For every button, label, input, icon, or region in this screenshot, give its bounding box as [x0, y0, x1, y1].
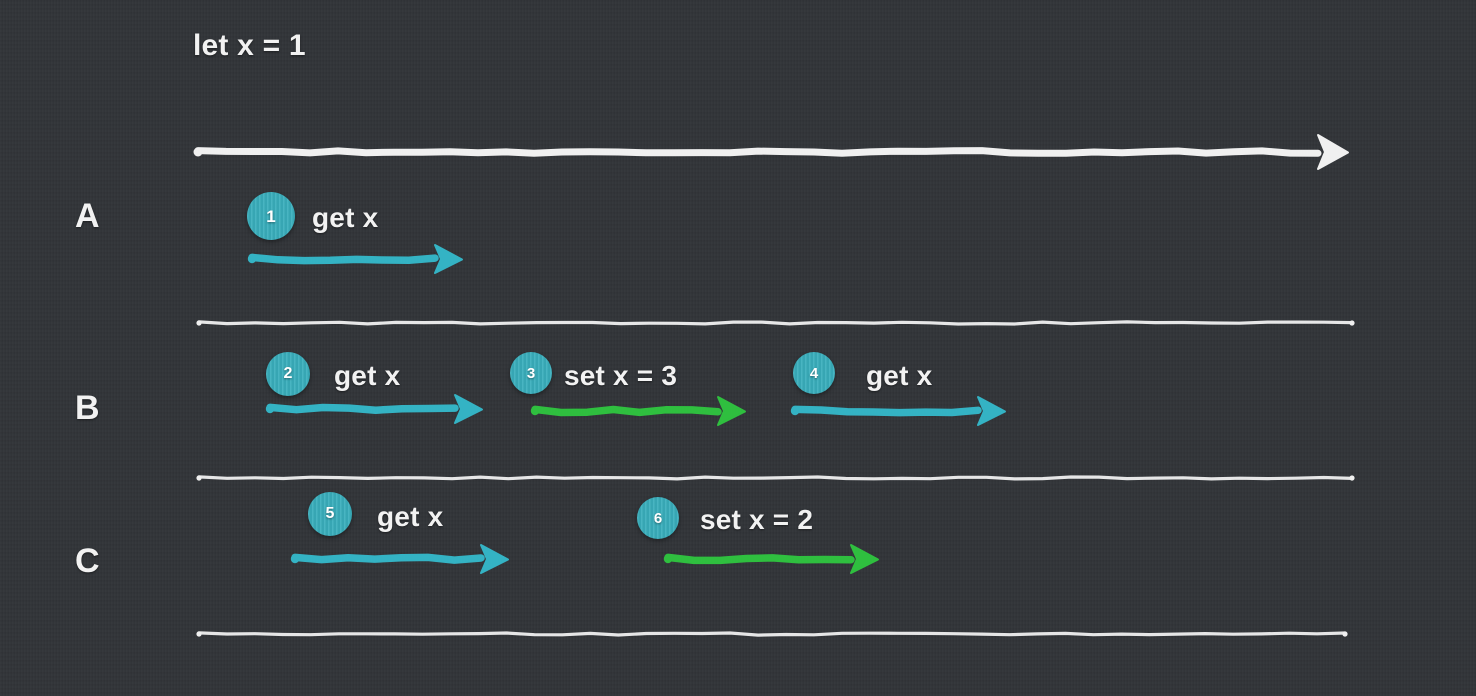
step-badge-number: 2 — [283, 365, 293, 382]
step-badge-number: 3 — [526, 364, 536, 382]
lane-label-a: A — [75, 197, 100, 235]
operation-arrow-5 — [290, 544, 509, 574]
operation-arrow-4 — [790, 396, 1006, 426]
operation-label-3: set x = 3 — [564, 360, 678, 391]
separator-above-c — [196, 475, 1355, 481]
operation-label-2: get x — [334, 360, 401, 391]
step-badge-number: 5 — [325, 505, 335, 522]
step-badge-6[interactable]: 6 — [637, 497, 679, 539]
separator-bottom — [196, 631, 1348, 637]
lane-label-c: C — [75, 542, 100, 580]
operation-label-5: get x — [377, 501, 444, 532]
operation-arrow-1 — [247, 244, 463, 274]
operation-arrow-6 — [663, 544, 879, 574]
operation-label-6: set x = 2 — [700, 504, 814, 535]
step-badge-2[interactable]: 2 — [266, 352, 310, 396]
page-title: let x = 1 — [193, 29, 306, 62]
operation-label-4: get x — [866, 360, 933, 391]
main-timeline-arrow — [193, 134, 1349, 170]
step-badge-3[interactable]: 3 — [510, 352, 552, 394]
operation-label-1: get x — [312, 202, 379, 233]
operation-arrow-2 — [265, 394, 483, 424]
operation-arrow-3 — [530, 396, 746, 426]
step-badge-number: 1 — [266, 206, 276, 226]
step-badge-number: 6 — [653, 509, 663, 527]
separator-above-b — [196, 320, 1355, 326]
lane-label-b: B — [75, 389, 100, 427]
step-badge-5[interactable]: 5 — [308, 492, 352, 536]
step-badge-4[interactable]: 4 — [793, 352, 835, 394]
step-badge-1[interactable]: 1 — [247, 192, 295, 240]
step-badge-number: 4 — [809, 364, 819, 382]
